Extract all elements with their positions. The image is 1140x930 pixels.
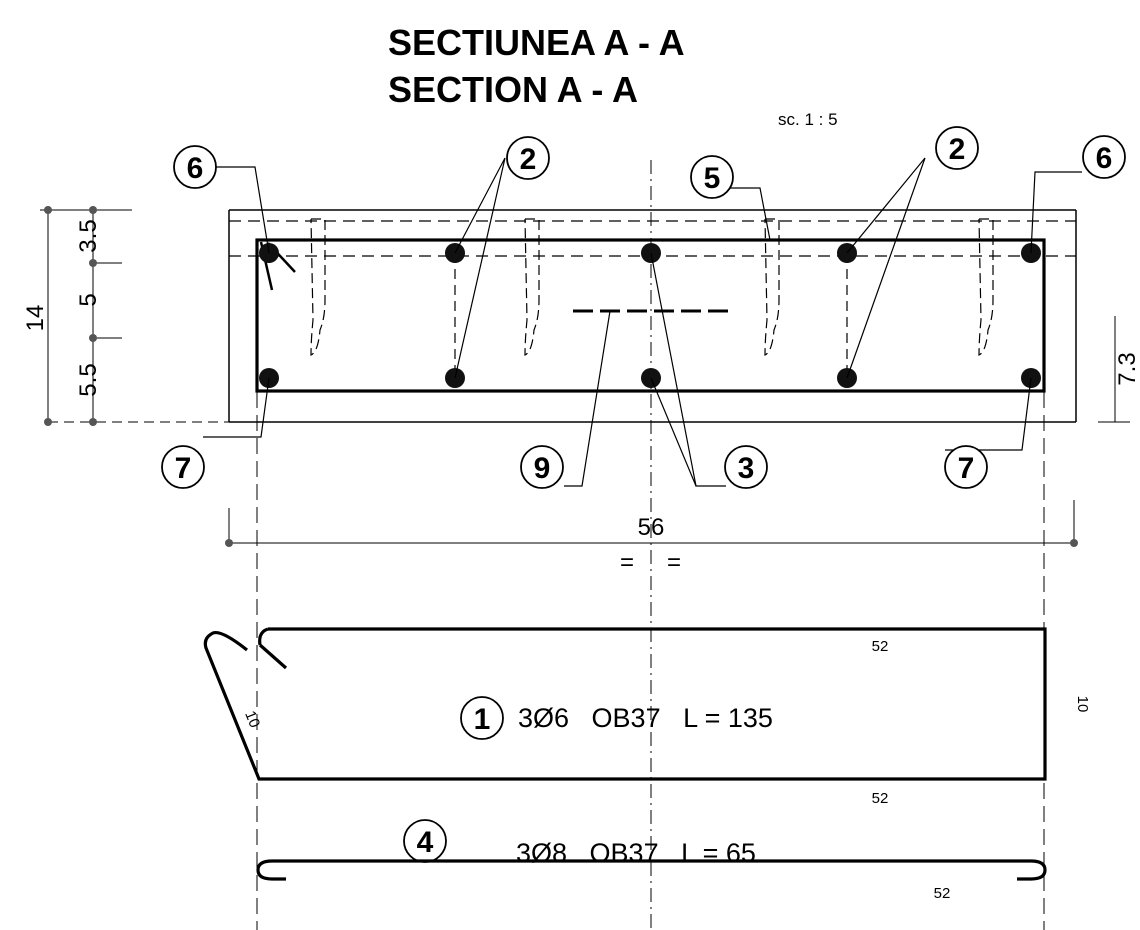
bar-1-spec: 3Ø6 OB37 L = 135 — [518, 703, 773, 733]
concrete-outline — [228, 209, 1077, 423]
dim-right-depth: 7.3 — [1114, 352, 1140, 385]
mark-3: 3 — [738, 452, 755, 485]
mark-2-right: 2 — [949, 133, 966, 166]
bar-4-mark: 4 — [417, 826, 434, 859]
dim-bottom: 5.5 — [75, 363, 102, 396]
symmetry-right: = — [667, 549, 681, 576]
width-dimension — [228, 500, 1075, 544]
title-line-2: SECTION A - A — [388, 69, 638, 110]
dim-middle: 5 — [75, 293, 102, 306]
scale-label: sc. 1 : 5 — [778, 110, 838, 129]
bar-4-shape — [256, 859, 1047, 881]
dim-top-cover: 3.5 — [75, 219, 102, 252]
hairpin-bars — [310, 218, 994, 356]
bar-1-right-length: 10 — [1074, 696, 1091, 713]
vertical-dashed-links — [454, 253, 848, 378]
bar-1-bottom-length: 52 — [872, 790, 889, 807]
left-dimensions — [40, 209, 132, 422]
title-line-1: SECTIUNEA A - A — [388, 22, 685, 63]
bar-1-shape — [203, 627, 1047, 781]
bar-1-top-length: 52 — [872, 638, 889, 655]
symmetry-left: = — [620, 549, 634, 576]
mark-7-right: 7 — [958, 452, 975, 485]
mark-9: 9 — [534, 452, 551, 485]
mark-2-left: 2 — [520, 143, 537, 176]
right-dimension — [1098, 316, 1130, 423]
dim-total-height: 14 — [22, 305, 49, 332]
mark-5: 5 — [704, 162, 721, 195]
width-dimension-dots — [225, 539, 1078, 547]
leader-lines — [203, 157, 1082, 487]
mark-6-right: 6 — [1096, 142, 1113, 175]
bar-4-spec: 3Ø8 OB37 L = 65 — [516, 838, 756, 868]
left-dimension-dots — [44, 206, 97, 426]
bar-1-mark: 1 — [474, 703, 491, 736]
bar-1-slant-length: 10 — [241, 708, 263, 730]
dim-width: 56 — [638, 514, 665, 541]
mark-6-left: 6 — [187, 152, 204, 185]
rebar-dots — [259, 243, 1041, 388]
mark-7-left: 7 — [175, 452, 192, 485]
bar-4-length: 52 — [934, 885, 951, 902]
mark-circles — [161, 126, 1126, 863]
